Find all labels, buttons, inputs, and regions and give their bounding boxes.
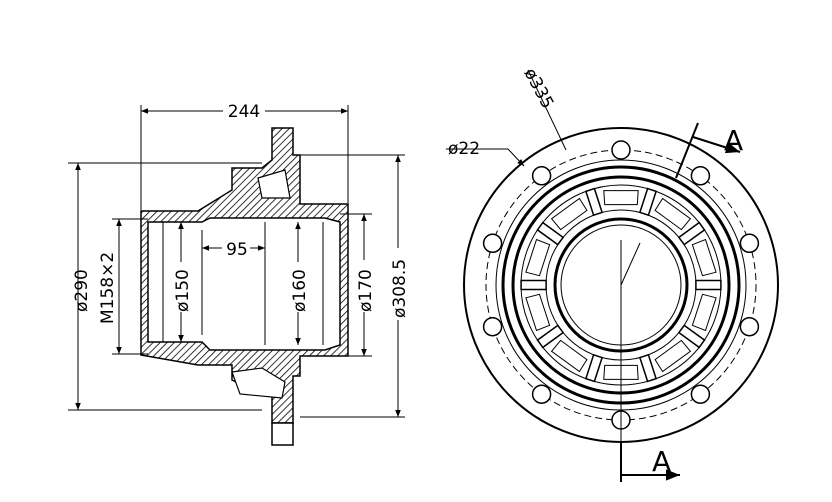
rib-window bbox=[691, 238, 717, 277]
bolt-hole bbox=[482, 316, 503, 337]
dim-thread: M158×2 bbox=[98, 252, 118, 324]
dim-bolt-hole: ø22 bbox=[448, 139, 480, 159]
section-line-top bbox=[675, 122, 699, 179]
dim-bolt-circle: ø335 bbox=[520, 65, 558, 112]
rib bbox=[584, 187, 604, 217]
bolt-holes bbox=[482, 140, 760, 430]
bolt-hole bbox=[739, 316, 760, 337]
dim-bore-170: ø170 bbox=[356, 269, 376, 312]
bolt-hole bbox=[690, 384, 711, 404]
bolt-hole bbox=[611, 140, 631, 160]
rib-window bbox=[603, 364, 639, 380]
side-section-view: 244 ø290 M158×2 ø150 95 ø160 ø170 bbox=[68, 101, 410, 446]
rib-window bbox=[603, 190, 639, 206]
bolt-hole bbox=[531, 384, 552, 404]
hub-bore bbox=[147, 217, 341, 351]
rib-window bbox=[525, 238, 551, 277]
lower-pocket bbox=[231, 367, 286, 399]
dim-bore-160: ø160 bbox=[290, 269, 310, 312]
section-label-bottom: A bbox=[652, 445, 671, 478]
ribs bbox=[520, 187, 722, 383]
section-label-top: A bbox=[724, 124, 743, 157]
dim-bore-150: ø150 bbox=[173, 269, 193, 312]
bolt-hole bbox=[531, 166, 552, 186]
bolt-hole bbox=[690, 166, 711, 186]
rib-window bbox=[525, 293, 551, 332]
rib bbox=[695, 279, 722, 291]
rib-window bbox=[654, 339, 692, 373]
stud bbox=[271, 422, 294, 446]
upper-pocket bbox=[257, 169, 291, 199]
leader-335 bbox=[527, 69, 567, 151]
rib-window bbox=[691, 293, 717, 332]
dim-outer-diameter: ø290 bbox=[72, 269, 92, 312]
rib bbox=[584, 353, 604, 383]
bolt-hole bbox=[739, 233, 760, 254]
leader-22 bbox=[446, 148, 525, 167]
front-view: ø335 ø22 A A bbox=[446, 65, 779, 482]
dim-overall-length: 244 bbox=[228, 102, 260, 122]
dim-recess-length: 95 bbox=[226, 240, 248, 260]
rib bbox=[520, 279, 547, 291]
dim-flange-diameter: ø308.5 bbox=[390, 259, 410, 318]
rib-window bbox=[550, 197, 588, 231]
rib-window bbox=[654, 197, 692, 231]
rib bbox=[638, 353, 658, 383]
rib bbox=[638, 187, 658, 217]
rib-window bbox=[550, 339, 588, 373]
bolt-hole bbox=[482, 233, 503, 254]
